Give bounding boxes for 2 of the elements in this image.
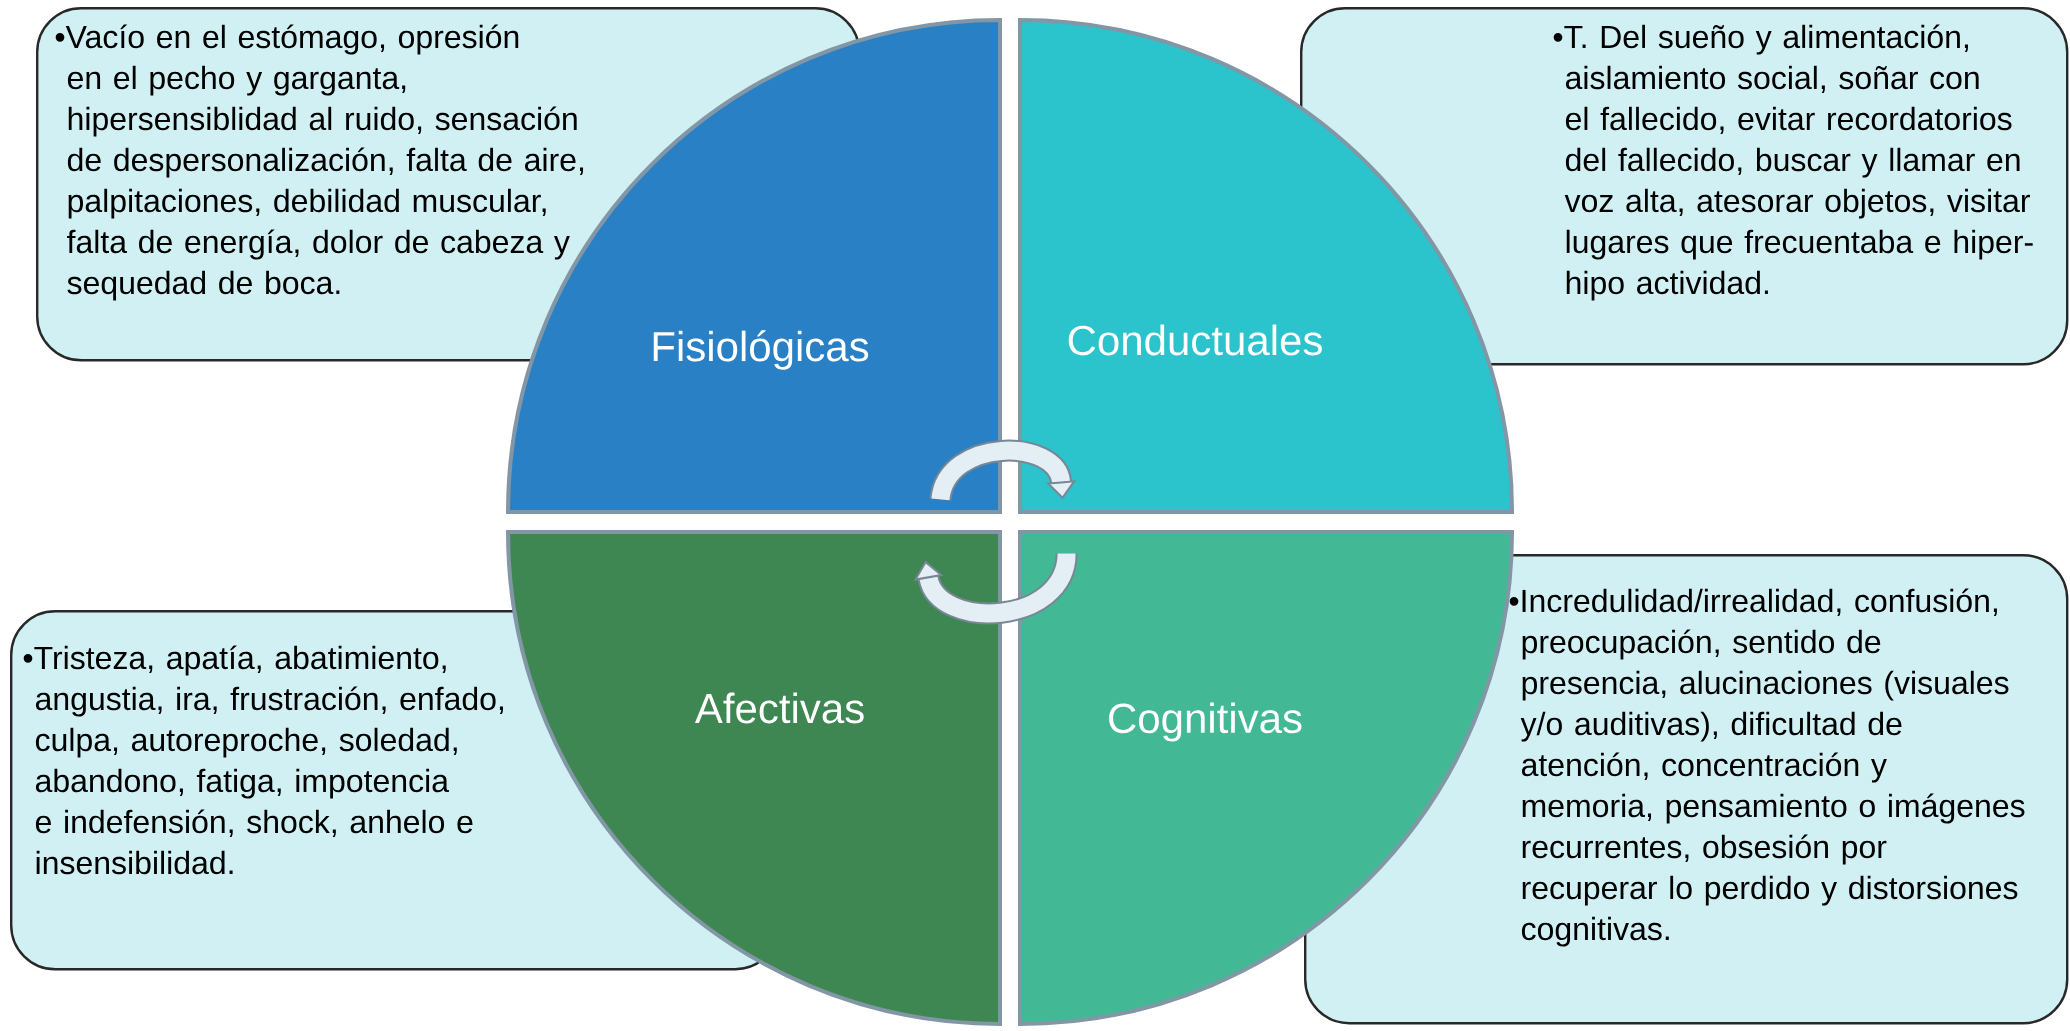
curved-arrow — [929, 439, 1077, 502]
curved-arrow — [913, 551, 1078, 625]
